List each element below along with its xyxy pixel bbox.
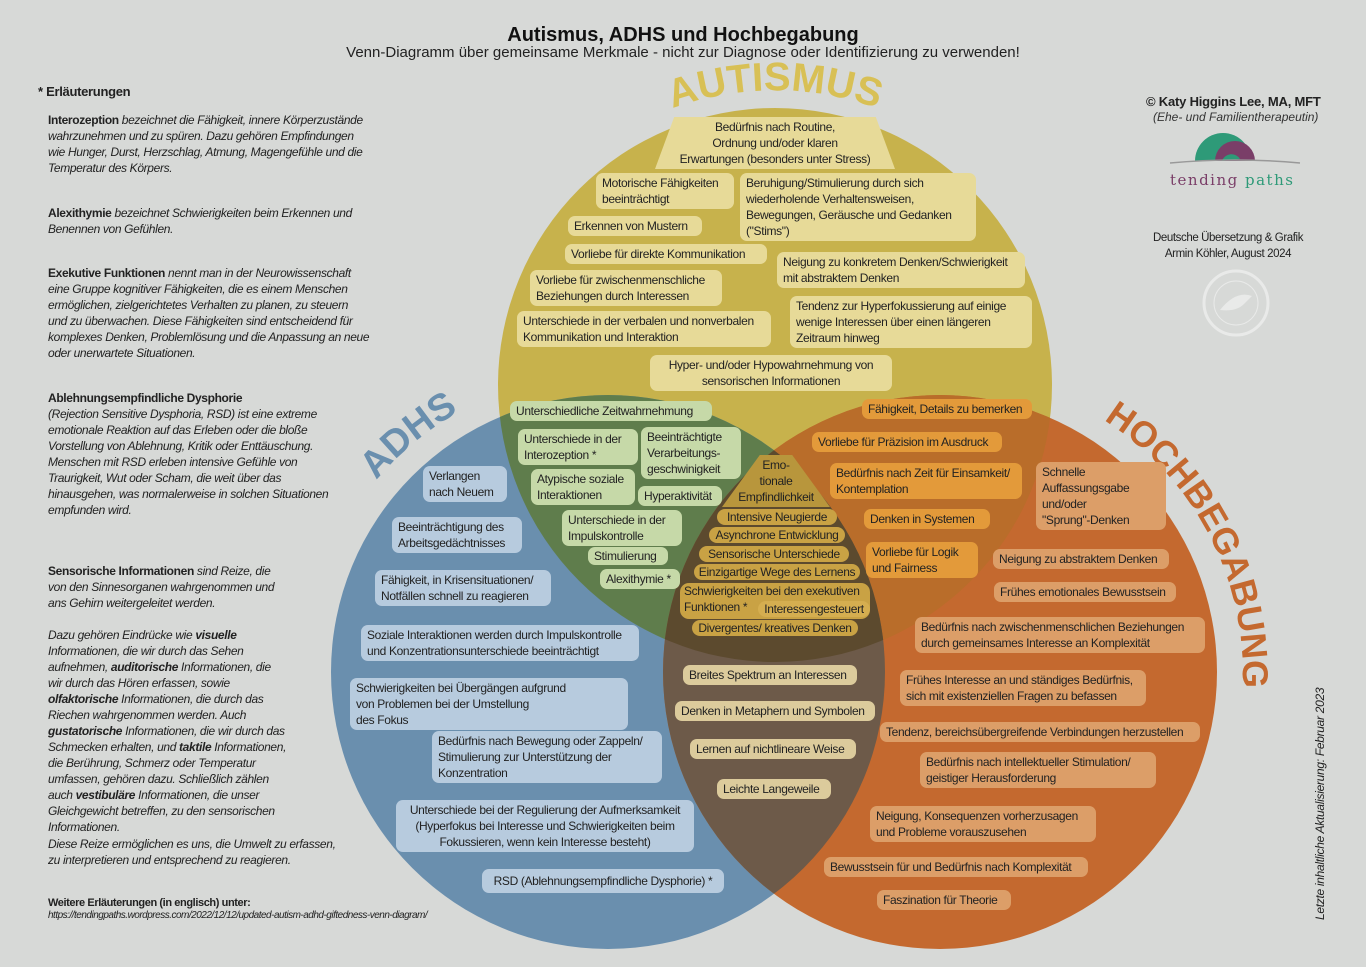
autismus-item: Beruhigung/Stimulierung durch sich wiede…: [740, 173, 976, 241]
hochbegabung-item: Faszination für Theorie: [877, 890, 1011, 910]
hochbegabung-item: Neigung, Konsequenzen vorherzusagen und …: [870, 806, 1096, 842]
watermark-seal: [1202, 269, 1270, 337]
term: olfaktorische: [48, 692, 119, 706]
text: Informationen, die wir durch das Hören e…: [48, 660, 271, 690]
term: Interozeption: [48, 113, 119, 127]
term: taktile: [179, 740, 212, 754]
text: Informationen, die unser Gleichgewicht b…: [48, 788, 275, 834]
autismus-item: Neigung zu konkretem Denken/Schwierigkei…: [777, 252, 1025, 288]
definition: bezeichnet die Fähigkeit, innere Körperz…: [48, 113, 363, 175]
all-three-item: Einzigartige Wege des Lernens: [694, 564, 860, 580]
glossary-rsd: Ablehnungsempfindliche Dysphorie (Rejecti…: [48, 390, 348, 518]
glossary-heading: * Erläuterungen: [38, 84, 131, 99]
autismus-item: Vorliebe für zwischenmenschliche Beziehu…: [530, 270, 722, 306]
autismus-hochbegabung-item: Vorliebe für Präzision im Ausdruck: [812, 432, 1002, 452]
autismus-adhs-item: Stimulierung: [588, 547, 668, 565]
adhs-item: Schwierigkeiten bei Übergängen aufgrund …: [350, 678, 628, 730]
more-info-label: Weitere Erläuterungen (in englisch) unte…: [48, 897, 251, 909]
hochbegabung-item: Tendenz, bereichsübergreifende Verbindun…: [880, 722, 1200, 742]
autismus-adhs-item: Unterschiedliche Zeitwahrnehmung: [510, 401, 712, 421]
tending-paths-logo-icon: [1169, 133, 1301, 164]
translation-credit: Deutsche Übersetzung & Grafik Armin Köhl…: [1152, 232, 1304, 260]
definition: (Rejection Sensitive Dysphoria, RSD) ist…: [48, 407, 329, 517]
term: gustatorische: [48, 724, 123, 738]
all-three-item: Intensive Neugierde: [717, 509, 837, 525]
autismus-hochbegabung-item: Denken in Systemen: [864, 509, 990, 529]
text: Informationen, die Berührung, Schmerz od…: [48, 740, 287, 802]
text: Dazu gehören Eindrücke wie: [48, 628, 196, 642]
all-three-item: Asynchrone Entwicklung: [709, 527, 845, 543]
all-three-item: Divergentes/ kreatives Denken: [692, 620, 858, 636]
adhs-item: Soziale Interaktionen werden durch Impul…: [361, 625, 639, 661]
page-subtitle: Venn-Diagramm über gemeinsame Merkmale -…: [346, 44, 1020, 61]
glossary-sensorische-informationen: Sensorische Informationen sind Reize, di…: [48, 563, 288, 611]
all-three-item: Sensorische Unterschiede: [699, 546, 849, 562]
glossary-alexithymie: Alexithymie bezeichnet Schwierigkeiten b…: [48, 205, 370, 237]
adhs-hochbegabung-item: Denken in Metaphern und Symbolen: [675, 701, 875, 721]
adhs-item: Unterschiede bei der Regulierung der Auf…: [396, 800, 694, 852]
glossary-reize: Diese Reize ermöglichen es uns, die Umwe…: [48, 837, 336, 867]
autismus-item: Tendenz zur Hyperfokussierung auf einige…: [790, 296, 1032, 348]
hochbegabung-item: Bewusstsein für und Bedürfnis nach Kompl…: [824, 857, 1088, 877]
term: Alexithymie: [48, 206, 112, 220]
adhs-item: Verlangen nach Neuem: [423, 466, 507, 502]
author-role: (Ehe- und Familientherapeutin): [1153, 110, 1319, 124]
adhs-hochbegabung-item: Breites Spektrum an Interessen: [683, 665, 857, 685]
glossary-sinne: Dazu gehören Eindrücke wie visuelle Info…: [48, 627, 288, 835]
autismus-adhs-item: Atypische soziale Interaktionen: [531, 469, 635, 505]
autismus-adhs-item: Beeinträchtigte Verarbeitungs- geschwini…: [641, 427, 741, 479]
text: Informationen, die wir durch das Schmeck…: [48, 724, 285, 754]
text: Informationen, die durch das Riechen wah…: [48, 692, 264, 722]
hochbegabung-item: Bedürfnis nach intellektueller Stimulati…: [920, 752, 1156, 788]
autismus-adhs-item: Alexithymie *: [600, 569, 680, 589]
svg-text:AUTISMUS: AUTISMUS: [662, 55, 888, 116]
autismus-item: Vorliebe für direkte Kommunikation: [565, 244, 767, 264]
term: Exekutive Funktionen: [48, 266, 166, 280]
autismus-item: Erkennen von Mustern: [568, 216, 702, 236]
hochbegabung-item: Frühes emotionales Bewusstsein: [994, 582, 1176, 602]
more-info-link[interactable]: https://tendingpaths.wordpress.com/2022/…: [48, 910, 428, 921]
title-autismus: AUTISMUS: [662, 55, 888, 116]
text: Informationen, die wir durch das Sehen a…: [48, 644, 244, 674]
term: visuelle: [195, 628, 237, 642]
definition: bezeichnet Schwierigkeiten beim Erkennen…: [48, 206, 352, 236]
term: vestibuläre: [75, 788, 136, 802]
autismus-hochbegabung-item: Bedürfnis nach Zeit für Einsamkeit/ Kont…: [830, 463, 1022, 499]
autismus-item: Motorische Fähigkeiten beeinträchtigt: [596, 173, 734, 209]
autismus-adhs-item: Hyperaktivität: [638, 486, 722, 506]
definition: nennt man in der Neurowissenschaft eine …: [48, 266, 370, 360]
page-title: Autismus, ADHS und Hochbegabung: [507, 24, 859, 46]
term: Ablehnungsempfindliche Dysphorie: [48, 391, 243, 405]
adhs-item: Fähigkeit, in Krisensituationen/ Notfäll…: [375, 570, 551, 606]
autismus-adhs-item: Unterschiede in der Interozeption *: [518, 429, 638, 465]
adhs-item: Beeinträchtigung des Arbeitsgedächtnisse…: [392, 517, 522, 553]
hochbegabung-item: Neigung zu abstraktem Denken: [993, 549, 1169, 569]
glossary-exekutive-funktionen: Exekutive Funktionen nennt man in der Ne…: [48, 265, 370, 361]
autismus-adhs-item: Unterschiede in der Impulskontrolle: [562, 510, 682, 546]
autismus-item: Bedürfnis nach Routine, Ordnung und/oder…: [655, 117, 895, 169]
hochbegabung-item: Schnelle Auffassungsgabe und/oder "Sprun…: [1036, 462, 1166, 530]
adhs-item: Bedürfnis nach Bewegung oder Zappeln/ St…: [432, 731, 662, 783]
autismus-item: Unterschiede in der verbalen und nonverb…: [517, 311, 771, 347]
glossary-interozeption: Interozeption bezeichnet die Fähigkeit, …: [48, 112, 370, 176]
term: Sensorische Informationen: [48, 564, 194, 578]
last-updated: Letzte inhaltliche Aktualisierung: Febru…: [1313, 687, 1327, 920]
autismus-hochbegabung-item: Fähigkeit, Details zu bemerken: [862, 399, 1032, 419]
adhs-item: RSD (Ablehnungsempfindliche Dysphorie) *: [482, 869, 724, 893]
adhs-hochbegabung-item: Leichte Langeweile: [717, 779, 831, 799]
definition: sind Reize, die von den Sinnesorganen wa…: [48, 564, 275, 610]
autismus-item: Hyper- und/oder Hypowahrnehmung von sens…: [650, 355, 892, 391]
adhs-hochbegabung-item: Lernen auf nichtlineare Weise: [690, 739, 856, 759]
all-three-item: Interessengesteuert: [758, 601, 870, 617]
hochbegabung-item: Bedürfnis nach zwischenmenschlichen Bezi…: [915, 617, 1205, 653]
term: auditorische: [110, 660, 179, 674]
autismus-hochbegabung-item: Vorliebe für Logik und Fairness: [866, 542, 978, 578]
author-credit: © Katy Higgins Lee, MA, MFT: [1146, 94, 1321, 109]
hochbegabung-item: Frühes Interesse an und ständiges Bedürf…: [900, 670, 1146, 706]
logo-text: tending paths: [1170, 171, 1295, 189]
